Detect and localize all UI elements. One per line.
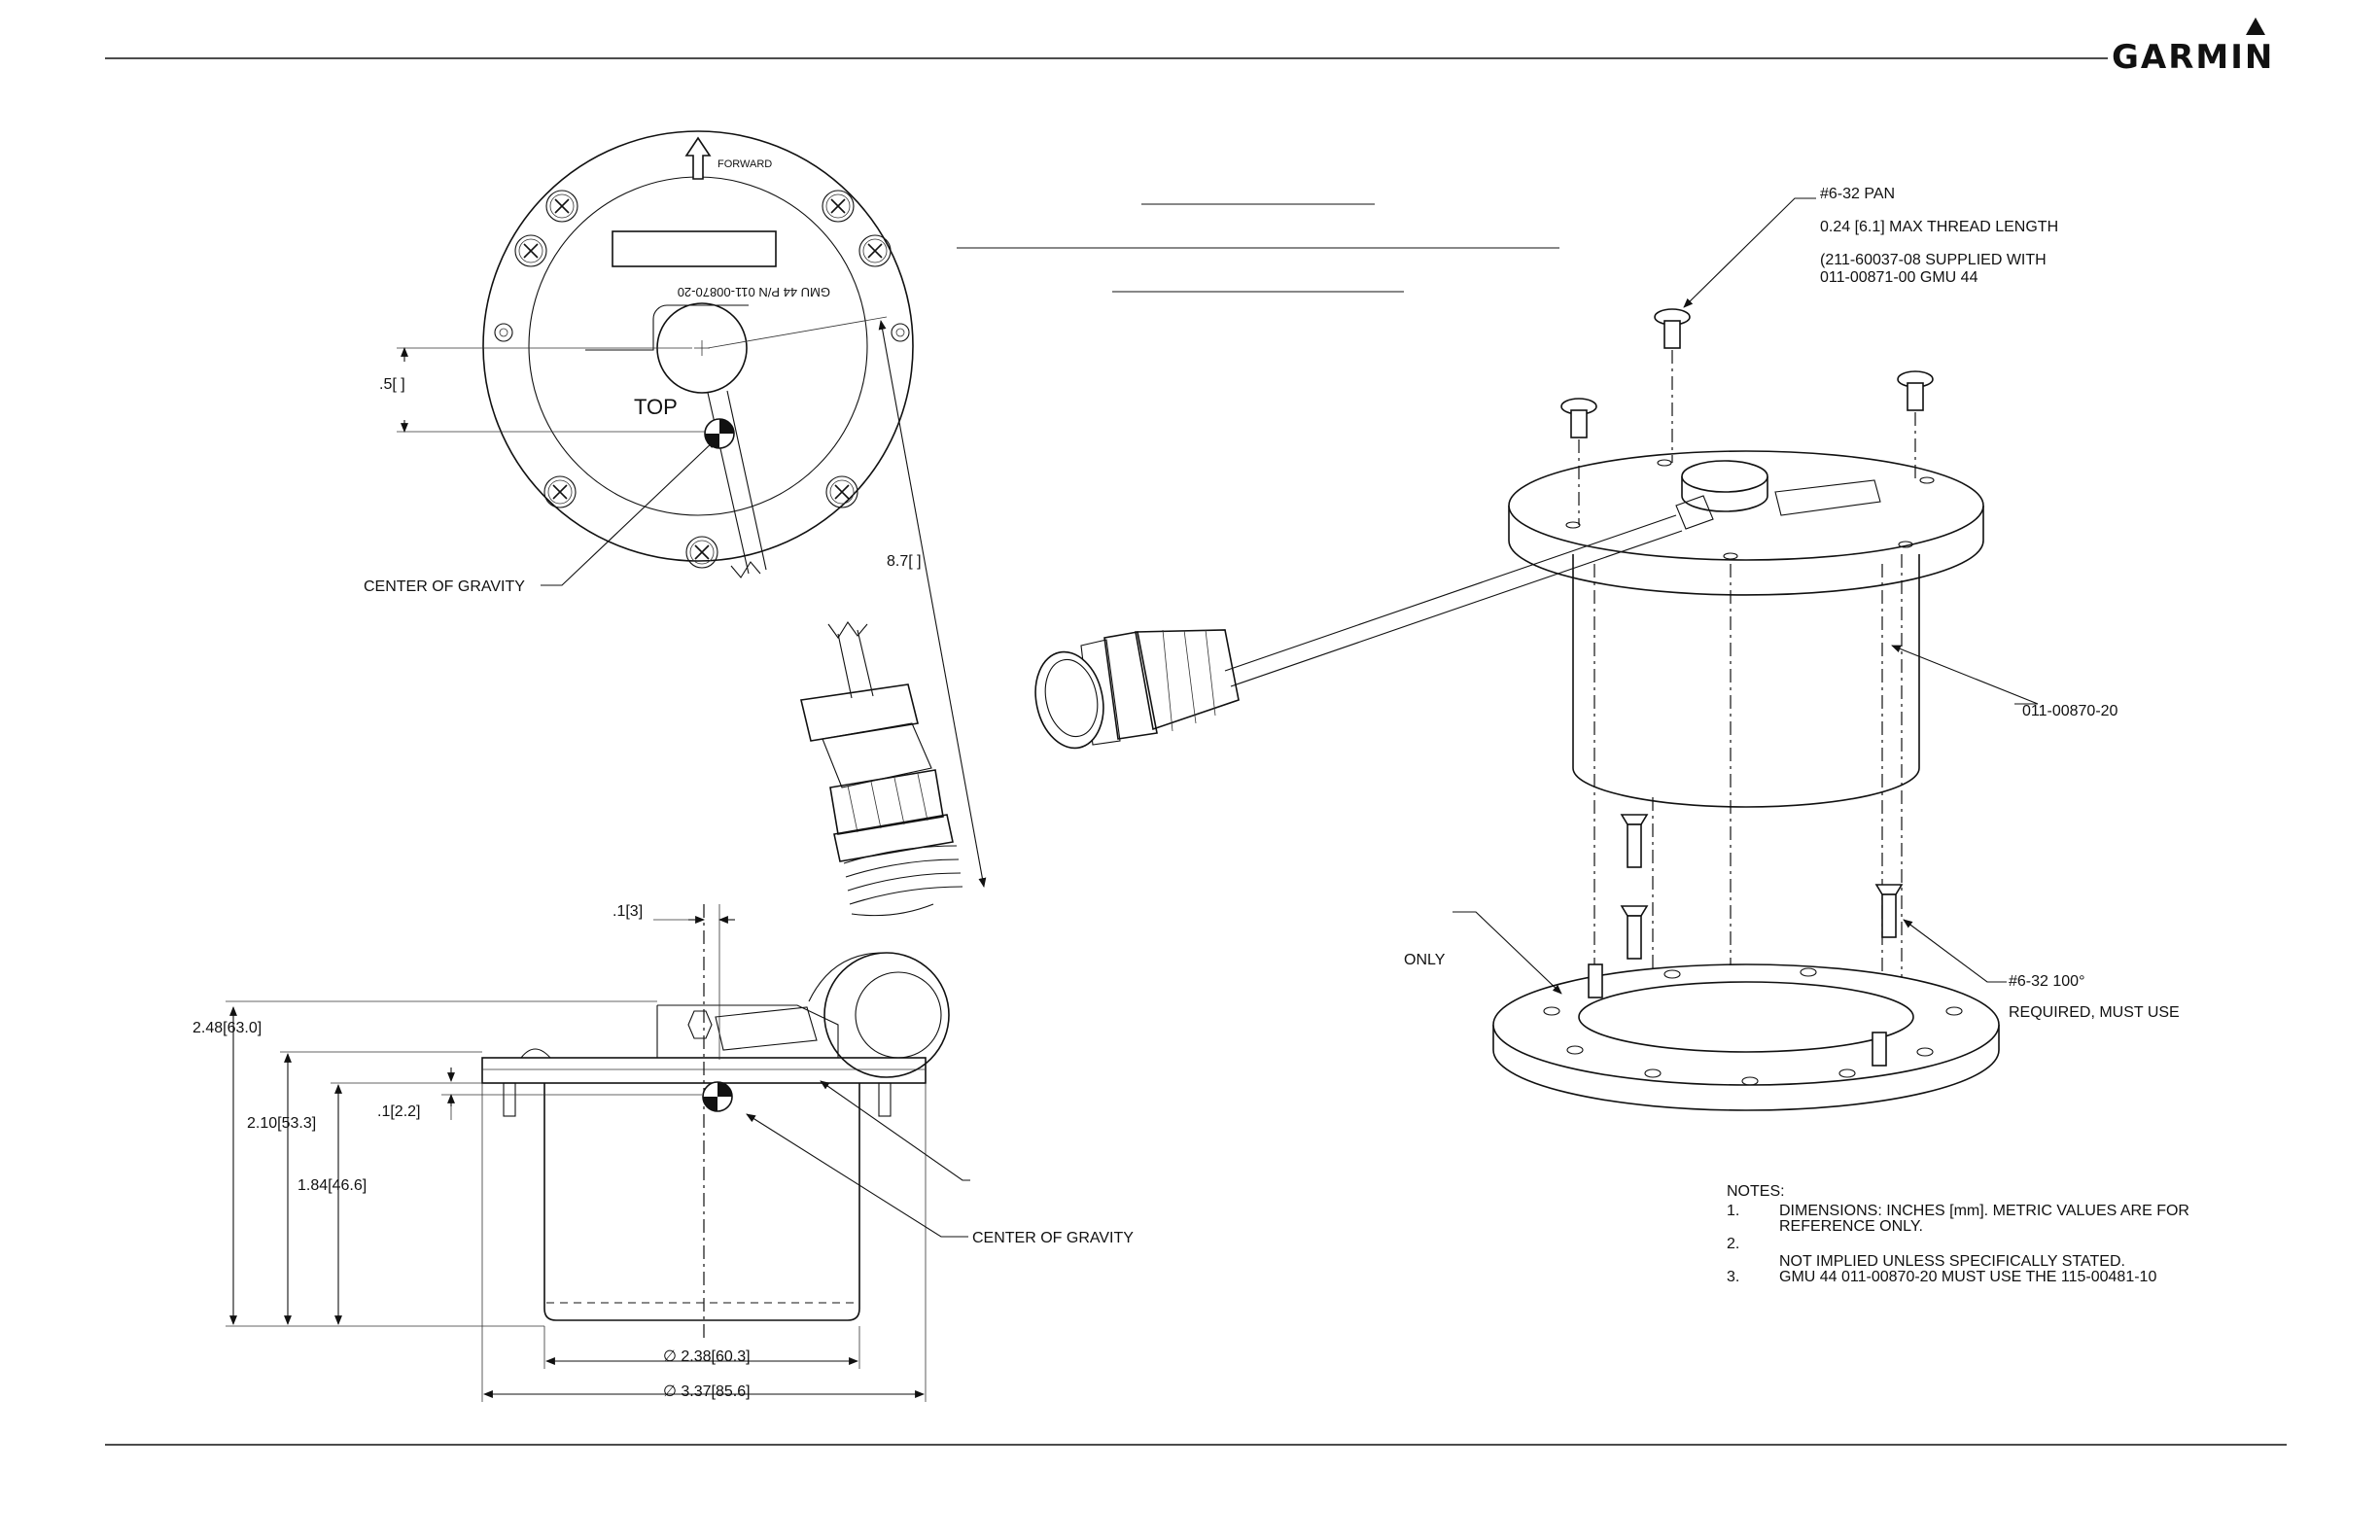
screw-label-2: 0.24 [6.1] MAX THREAD LENGTH <box>1820 219 2058 235</box>
screw-icon <box>514 234 547 267</box>
body-outline <box>528 176 868 516</box>
cable-connector-iso <box>1034 629 1240 750</box>
screw-icon <box>858 234 892 267</box>
dim-cg-offset-side: .1[2.2] <box>377 1103 420 1120</box>
garmin-logo: GARMIN <box>2112 18 2274 77</box>
body-cylinder <box>543 1083 860 1321</box>
top-label: TOP <box>634 395 678 419</box>
screw-icon <box>545 190 578 223</box>
dim-offset-small: .1[3] <box>612 903 643 920</box>
dim-height-total: 2.48[63.0] <box>192 1020 262 1036</box>
csk-label-2: REQUIRED, MUST USE <box>2009 1004 2180 1021</box>
dim-cg-offset-top: .5[ ] <box>379 376 405 393</box>
dim-cable-length: 8.7[ ] <box>887 553 922 570</box>
cg-symbol-icon <box>702 1081 733 1112</box>
title-underlines <box>957 203 1559 293</box>
connector-end <box>823 952 950 1078</box>
cg-symbol-icon <box>704 418 735 449</box>
only-label: ONLY <box>1404 952 1446 968</box>
note-1-line-1: DIMENSIONS: INCHES [mm]. METRIC VALUES A… <box>1779 1203 2189 1219</box>
countersunk-screw-icon <box>1620 814 1904 960</box>
screw-label-1: #6-32 PAN <box>1820 186 1895 202</box>
title-block-rules <box>105 57 2287 1446</box>
cg-label-side: CENTER OF GRAVITY <box>972 1230 1134 1246</box>
part-number-label: 011-00870-20 <box>2022 703 2118 719</box>
forward-arrow-icon <box>684 136 712 180</box>
dim-dia-body: ∅ 2.38[60.3] <box>663 1348 751 1365</box>
forward-label: FORWARD <box>718 158 772 170</box>
screw-icon <box>685 536 718 569</box>
part-text-upside-down: GMU 44 P/N 011-00870-20 <box>678 285 830 299</box>
screw-icon <box>825 475 858 508</box>
screw-icon <box>543 475 577 508</box>
notes-block: NOTES: 1. DIMENSIONS: INCHES [mm]. METRI… <box>1727 1183 2189 1285</box>
notes-heading: NOTES: <box>1727 1183 1785 1200</box>
brand-wordmark: GARMIN <box>2112 38 2274 77</box>
ring-holes <box>1543 967 1963 1086</box>
isometric-view: #6-32 PAN 0.24 [6.1] MAX THREAD LENGTH (… <box>1034 186 2180 1111</box>
note-2-line-1: NOT IMPLIED UNLESS SPECIFICALLY STATED. <box>1779 1253 2125 1270</box>
break-symbol <box>730 561 761 578</box>
brand-triangle-icon <box>2246 18 2265 35</box>
pan-screw-icon <box>1560 308 1934 438</box>
dim-height-body: 1.84[46.6] <box>298 1177 367 1194</box>
screw-icon <box>822 190 855 223</box>
screw-label-3: (211-60037-08 SUPPLIED WITH <box>1820 252 2047 268</box>
dim-height-flange: 2.10[53.3] <box>247 1115 316 1132</box>
flange-outline <box>482 130 914 562</box>
note-3-line-1: GMU 44 011-00870-20 MUST USE THE 115-004… <box>1779 1269 2156 1285</box>
dim-dia-flange: ∅ 3.37[85.6] <box>663 1383 751 1400</box>
note-2-number: 2. <box>1727 1236 1739 1252</box>
note-1-number: 1. <box>1727 1203 1739 1219</box>
side-view: .1[3] 2.48[63.0] 2.10[53.3] 1.84[46.6] .… <box>192 903 1134 1402</box>
note-1-line-2: REFERENCE ONLY. <box>1779 1218 1923 1235</box>
top-view: FORWARD GMU 44 P/N 011-00870-20 TOP <box>364 130 987 917</box>
cg-label-top: CENTER OF GRAVITY <box>364 578 525 595</box>
upper-flange <box>1508 450 1984 561</box>
note-3-number: 3. <box>1727 1269 1739 1285</box>
screw-label-4: 011-00871-00 GMU 44 <box>1820 269 1978 286</box>
cable-connector <box>800 621 963 917</box>
label-window <box>612 230 777 267</box>
body-cylinder-iso <box>1572 554 1920 808</box>
csk-label-1: #6-32 100° <box>2009 973 2084 990</box>
alignment-pin-icon <box>494 323 910 342</box>
